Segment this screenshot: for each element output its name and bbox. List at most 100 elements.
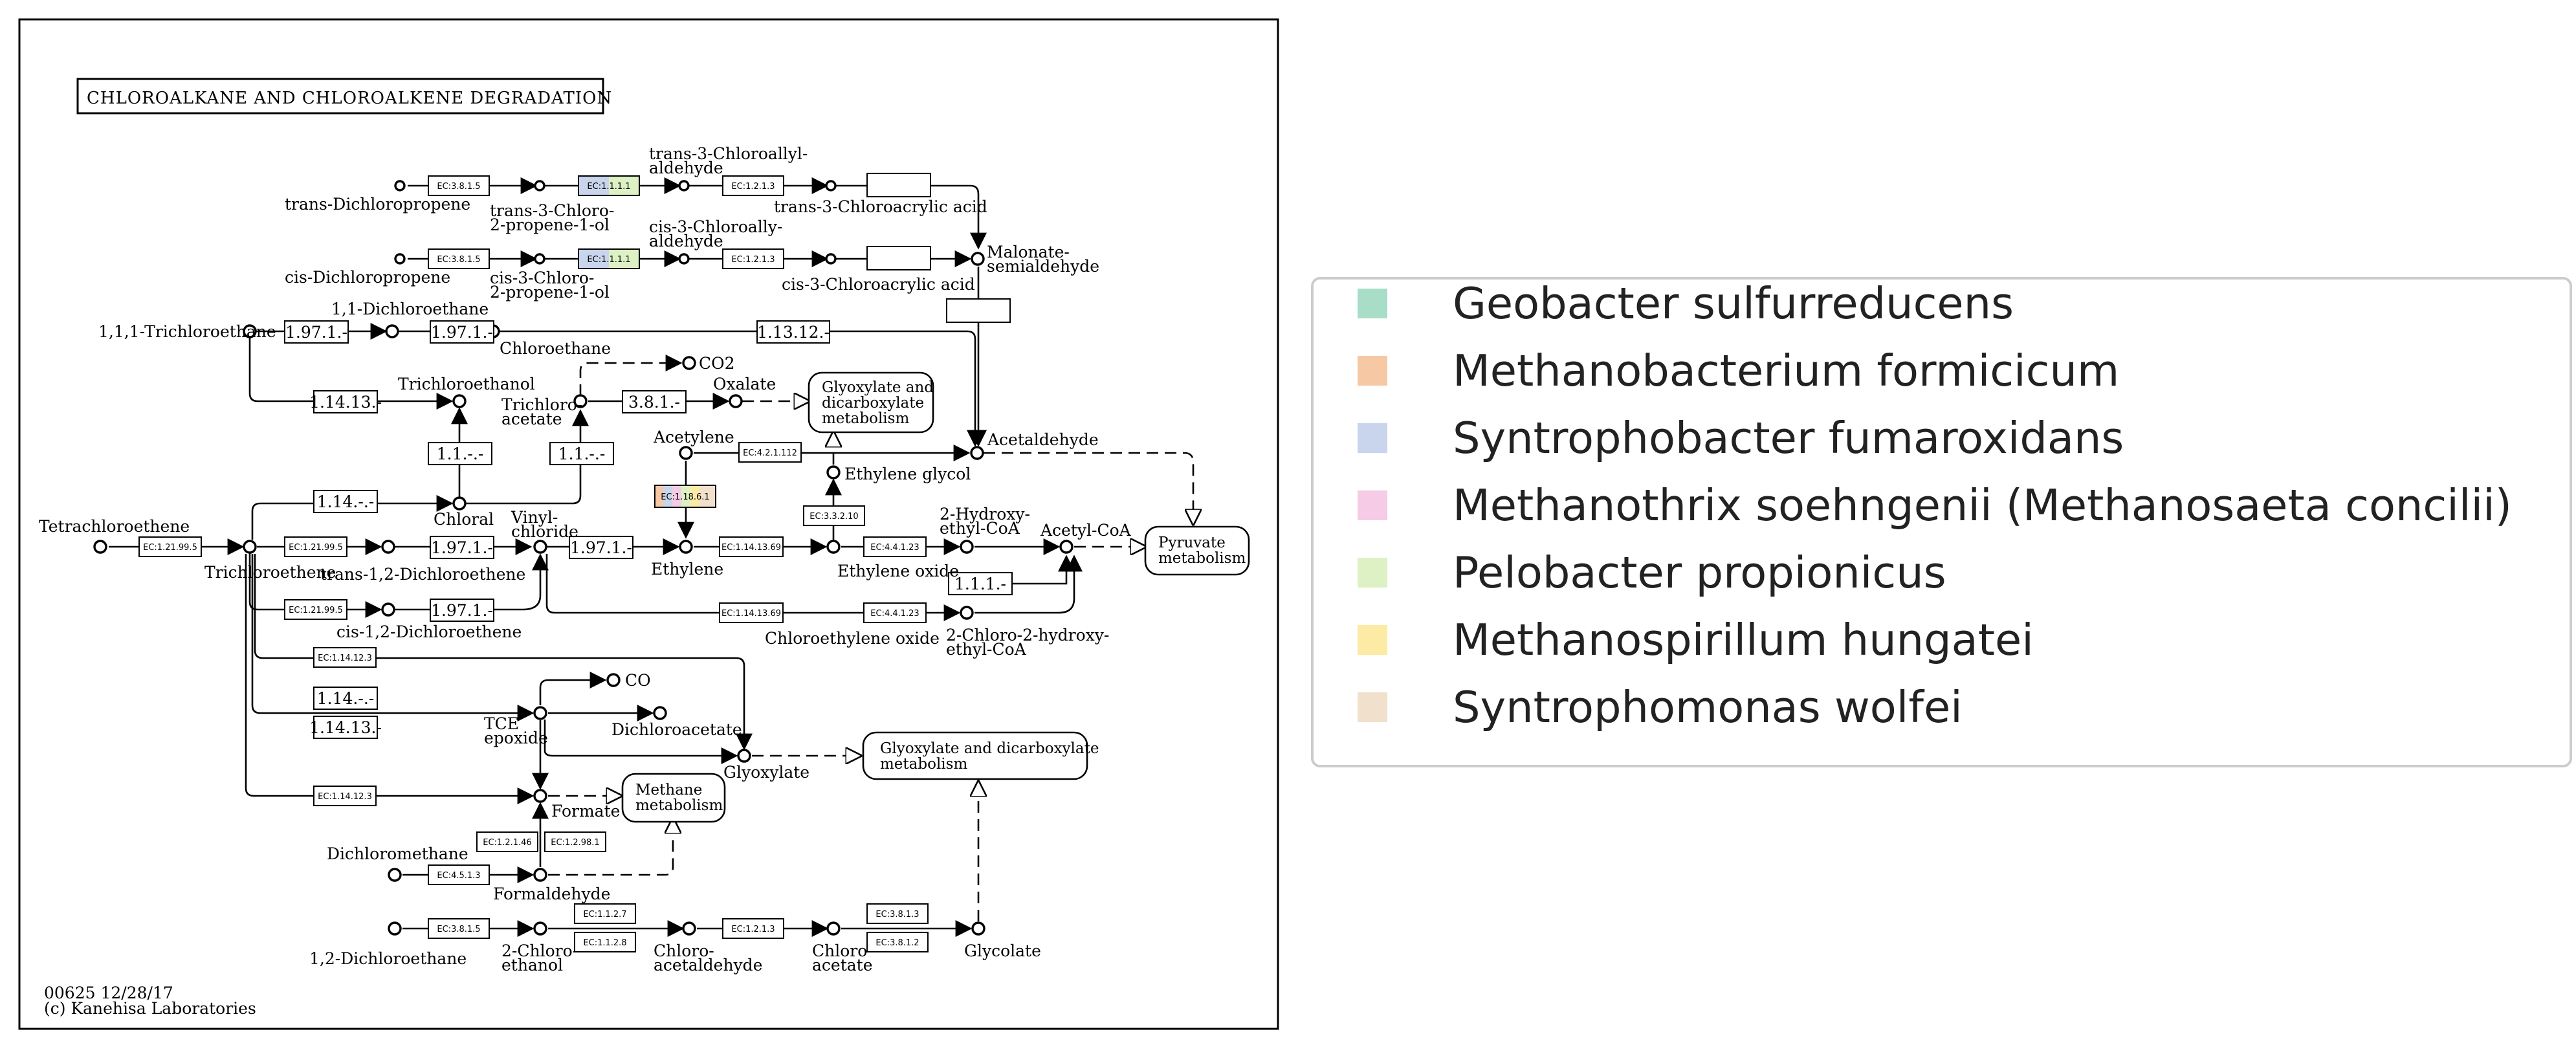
enzyme-box[interactable]: 1.97.1.- [430, 599, 494, 622]
enzyme-box[interactable]: 1.1.-.- [428, 442, 492, 465]
legend-item: Methanobacterium formicicum [1358, 346, 2119, 396]
svg-text:cis-1,2-Dichloroethene: cis-1,2-Dichloroethene [336, 622, 522, 641]
svg-text:Malonate-: Malonate- [987, 243, 1070, 261]
pathway-box-glyoxylate-top[interactable]: Glyoxylate and dicarboxylate metabolism [808, 371, 934, 434]
svg-text:EC:1.2.1.3: EC:1.2.1.3 [731, 925, 775, 934]
svg-text:TCE: TCE [484, 714, 519, 733]
legend-label: Pelobacter propionicus [1453, 547, 1946, 598]
svg-text:Methane: Methane [635, 782, 702, 798]
enzyme-box[interactable]: EC:1.14.13.69 [719, 602, 784, 623]
pathway-box-glyoxylate-bottom[interactable]: Glyoxylate and dicarboxylate metabolism [862, 731, 1099, 780]
svg-text:1.14.13.-: 1.14.13.- [309, 718, 382, 737]
enzyme-box[interactable]: 1.13.12.- [756, 320, 830, 344]
svg-text:chloride: chloride [511, 522, 578, 541]
svg-text:EC:1.21.99.5: EC:1.21.99.5 [289, 606, 343, 615]
svg-text:1.14.-.-: 1.14.-.- [317, 492, 374, 511]
legend-item: Methanospirillum hungatei [1358, 615, 2034, 665]
compound-labels: trans-Dichloropropene trans-3-Chloro- 2-… [39, 144, 1132, 974]
svg-text:EC:3.8.1.5: EC:3.8.1.5 [437, 925, 480, 934]
enzyme-box[interactable]: EC:1.2.1.3 [722, 918, 784, 939]
pathway-box-methane[interactable]: Methane metabolism [621, 773, 726, 823]
enzyme-box-empty[interactable] [866, 173, 931, 197]
enzyme-box[interactable]: EC:4.5.1.3 [428, 864, 490, 885]
enzyme-box[interactable]: EC:1.14.12.3 [313, 647, 377, 668]
svg-text:1.97.1.-: 1.97.1.- [431, 601, 493, 620]
enzyme-box[interactable]: EC:3.3.2.10 [803, 505, 865, 526]
svg-text:Formate: Formate [551, 802, 620, 820]
enzyme-box[interactable]: EC:4.4.1.23 [863, 602, 927, 623]
enzyme-box[interactable]: 1.97.1.- [430, 320, 494, 344]
legend-label: Syntrophomonas wolfei [1453, 682, 1963, 732]
enzyme-box[interactable]: EC:4.4.1.23 [863, 536, 927, 557]
enzyme-box[interactable]: EC:1.1.2.7 [574, 903, 636, 924]
enzyme-box[interactable]: 1.14.13.- [309, 390, 382, 413]
svg-text:Chloroethylene oxide: Chloroethylene oxide [765, 629, 940, 648]
pathway-links: Glyoxylate and dicarboxylate metabolism … [621, 371, 1250, 823]
svg-text:EC:1.14.12.3: EC:1.14.12.3 [318, 654, 372, 663]
enzyme-box-highlighted[interactable]: EC:1.18.6.1 [654, 485, 716, 508]
enzyme-box[interactable]: 1.97.1.- [430, 536, 494, 559]
legend-swatch [1358, 289, 1387, 318]
legend-item: Pelobacter propionicus [1358, 547, 1946, 598]
legend-frame [1311, 277, 2572, 767]
svg-text:Ethylene: Ethylene [651, 560, 723, 578]
enzyme-box-highlighted[interactable]: EC:1.1.1.1 [578, 248, 640, 269]
legend-item: Methanothrix soehngenii (Methanosaeta co… [1358, 480, 2512, 531]
svg-text:1.97.1.-: 1.97.1.- [285, 323, 347, 342]
enzyme-box[interactable]: EC:1.21.99.5 [284, 536, 347, 557]
svg-text:CO2: CO2 [699, 354, 735, 373]
enzyme-box[interactable]: 1.1.1.- [948, 572, 1013, 595]
svg-text:EC:1.18.6.1: EC:1.18.6.1 [661, 492, 709, 502]
enzyme-box[interactable]: EC:1.2.1.3 [722, 248, 784, 269]
enzyme-box[interactable]: 3.8.1.- [622, 390, 687, 413]
svg-text:trans-3-Chloroallyl-: trans-3-Chloroallyl- [649, 144, 808, 163]
legend-swatch [1358, 625, 1387, 655]
svg-text:CO: CO [625, 671, 651, 690]
enzyme-box[interactable]: EC:1.2.98.1 [544, 831, 606, 852]
enzyme-box[interactable]: EC:3.8.1.5 [428, 248, 490, 269]
enzyme-box[interactable]: EC:1.14.12.3 [313, 786, 377, 806]
svg-text:cis-Dichloropropene: cis-Dichloropropene [285, 268, 450, 287]
svg-text:EC:1.21.99.5: EC:1.21.99.5 [143, 543, 197, 553]
enzyme-box[interactable]: 1.14.-.- [313, 687, 378, 710]
legend: Geobacter sulfurreducensMethanobacterium… [1311, 277, 2572, 767]
svg-text:Formaldehyde: Formaldehyde [493, 885, 610, 903]
svg-text:acetaldehyde: acetaldehyde [654, 956, 762, 974]
enzyme-box[interactable]: EC:1.21.99.5 [138, 536, 202, 557]
svg-text:EC:4.2.1.112: EC:4.2.1.112 [743, 448, 797, 458]
enzyme-box[interactable]: EC:1.2.1.46 [476, 831, 538, 852]
enzyme-box-empty[interactable] [866, 246, 931, 270]
svg-text:1.97.1.-: 1.97.1.- [431, 323, 493, 342]
svg-text:Chloro-: Chloro- [812, 941, 873, 960]
pathway-box-pyruvate[interactable]: Pyruvate metabolism [1144, 525, 1250, 576]
enzyme-box[interactable]: EC:1.14.13.69 [719, 536, 784, 557]
enzyme-box[interactable]: EC:1.1.2.8 [574, 932, 636, 952]
svg-text:trans-Dichloropropene: trans-Dichloropropene [285, 195, 470, 214]
svg-text:EC:1.14.13.69: EC:1.14.13.69 [721, 543, 781, 553]
enzyme-box[interactable]: EC:3.8.1.5 [428, 175, 490, 196]
svg-text:EC:1.2.1.3: EC:1.2.1.3 [731, 255, 775, 265]
enzyme-box-empty[interactable] [946, 298, 1011, 323]
map-frame [18, 18, 1279, 1030]
enzyme-box[interactable]: EC:1.21.99.5 [284, 599, 347, 620]
svg-text:1,1-Dichloroethane: 1,1-Dichloroethane [331, 300, 489, 318]
svg-text:aldehyde: aldehyde [649, 232, 723, 250]
enzyme-box[interactable]: 1.14.13.- [309, 716, 382, 739]
enzyme-box[interactable]: EC:3.8.1.2 [866, 932, 929, 952]
enzyme-box[interactable]: EC:3.8.1.3 [866, 903, 929, 924]
svg-text:EC:1.2.98.1: EC:1.2.98.1 [551, 838, 599, 848]
svg-text:metabolism: metabolism [1158, 550, 1246, 567]
svg-text:epoxide: epoxide [484, 729, 548, 747]
enzyme-box[interactable]: 1.1.-.- [549, 442, 614, 465]
enzyme-box[interactable]: 1.97.1.- [284, 320, 349, 344]
enzyme-box[interactable]: 1.97.1.- [569, 536, 633, 559]
enzyme-box[interactable]: EC:1.2.1.3 [722, 175, 784, 196]
enzyme-box[interactable]: EC:3.8.1.5 [428, 918, 490, 939]
enzyme-box[interactable]: 1.14.-.- [313, 490, 378, 513]
svg-text:trans-1,2-Dichloroethene: trans-1,2-Dichloroethene [320, 565, 525, 584]
enzyme-box[interactable]: EC:4.2.1.112 [738, 442, 802, 463]
svg-text:metabolism: metabolism [822, 410, 909, 427]
svg-text:EC:1.1.1.1: EC:1.1.1.1 [587, 255, 630, 265]
enzyme-box-highlighted[interactable]: EC:1.1.1.1 [578, 175, 640, 196]
